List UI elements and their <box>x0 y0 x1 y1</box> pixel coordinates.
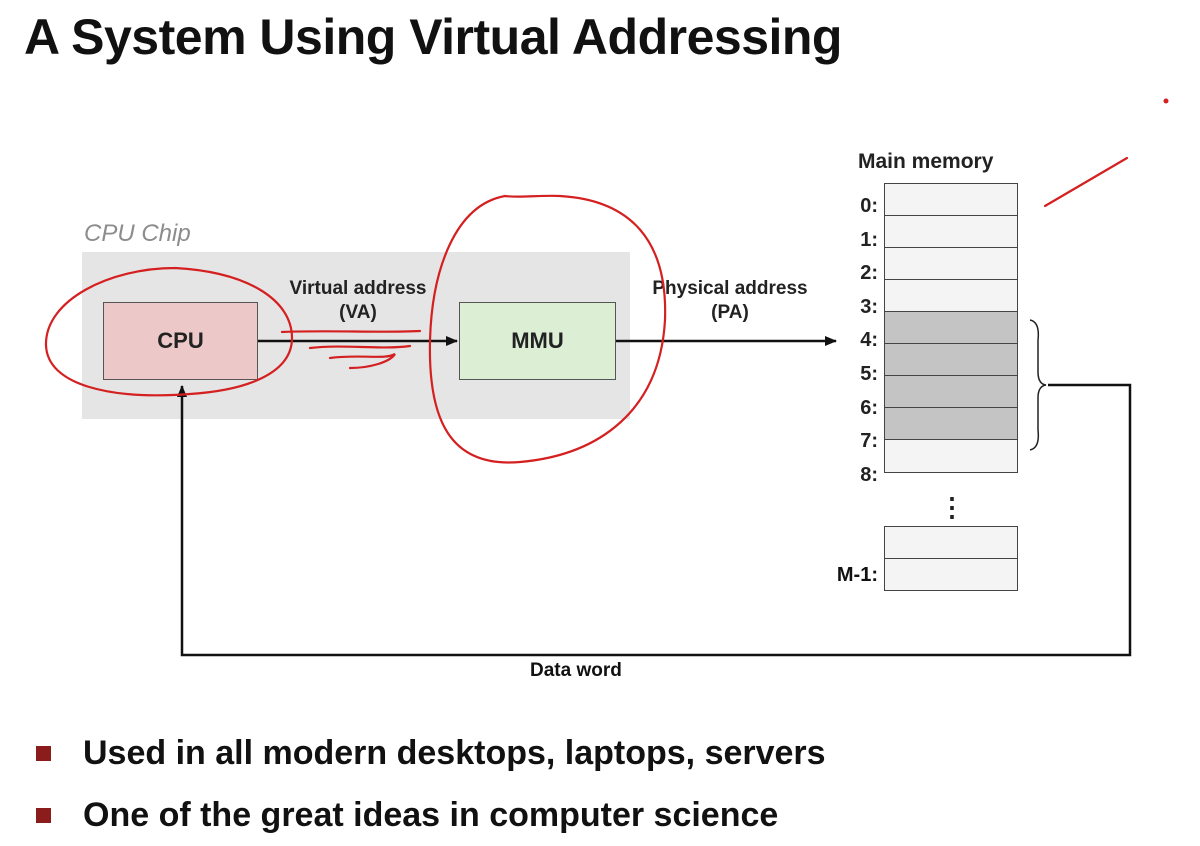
memory-tick-annotation <box>1043 156 1129 208</box>
memory-address-labels: 0: 1: 2: 3: 4: 5: 6: 7: 8: <box>820 190 878 492</box>
virtual-address-abbrev: (VA) <box>339 302 377 323</box>
memory-cell <box>884 182 1018 217</box>
bullet-square-icon <box>36 745 51 761</box>
memory-address-label: 5: <box>860 362 878 385</box>
cpu-box: CPU <box>103 302 258 380</box>
virtual-address-label: Virtual address (VA) <box>268 277 448 325</box>
memory-address-label: 8: <box>860 463 878 486</box>
mmu-label: MMU <box>511 328 564 353</box>
memory-address-label: 3: <box>860 295 878 318</box>
bullet-item: One of the great ideas in computer scien… <box>36 784 826 846</box>
bullet-list: Used in all modern desktops, laptops, se… <box>36 722 826 846</box>
bullet-square-icon <box>36 807 51 823</box>
physical-address-abbrev: (PA) <box>711 302 749 323</box>
memory-cell <box>884 214 1018 249</box>
memory-address-label: 4: <box>860 329 878 352</box>
va-underline-annotation <box>280 329 422 334</box>
cpu-label: CPU <box>157 328 204 353</box>
memory-address-label: 2: <box>860 262 878 285</box>
memory-cell <box>884 439 1018 473</box>
memory-address-label: 6: <box>860 396 878 419</box>
data-word-arrow <box>177 383 1132 657</box>
slide-title: A System Using Virtual Addressing <box>24 9 842 65</box>
bullet-text: Used in all modern desktops, laptops, se… <box>83 733 826 772</box>
memory-ellipsis: ⋮ <box>939 492 965 522</box>
bullet-text: One of the great ideas in computer scien… <box>83 795 779 834</box>
va-scribble-annotation <box>308 344 412 370</box>
memory-address-label: 7: <box>860 430 878 453</box>
virtual-address-text: Virtual address <box>289 278 427 299</box>
curly-brace <box>1029 319 1047 451</box>
physical-address-label: Physical address (PA) <box>630 277 830 325</box>
memory-address-label: 0: <box>860 195 878 217</box>
data-word-label: Data word <box>530 660 622 681</box>
ink-dot-annotation <box>1163 98 1169 104</box>
cpu-chip-label: CPU Chip <box>84 220 191 247</box>
memory-address-label: 1: <box>860 228 878 251</box>
physical-address-text: Physical address <box>652 278 808 299</box>
main-memory-title: Main memory <box>858 150 994 173</box>
mmu-box: MMU <box>459 302 616 380</box>
main-memory <box>884 182 1018 473</box>
mmu-circle-annotation <box>428 194 667 464</box>
memory-last-block <box>884 525 1018 592</box>
cpu-circle-annotation <box>44 266 294 397</box>
memory-cell-last <box>884 557 1018 592</box>
memory-last-address: M-1: <box>836 564 878 586</box>
bullet-item: Used in all modern desktops, laptops, se… <box>36 722 826 784</box>
